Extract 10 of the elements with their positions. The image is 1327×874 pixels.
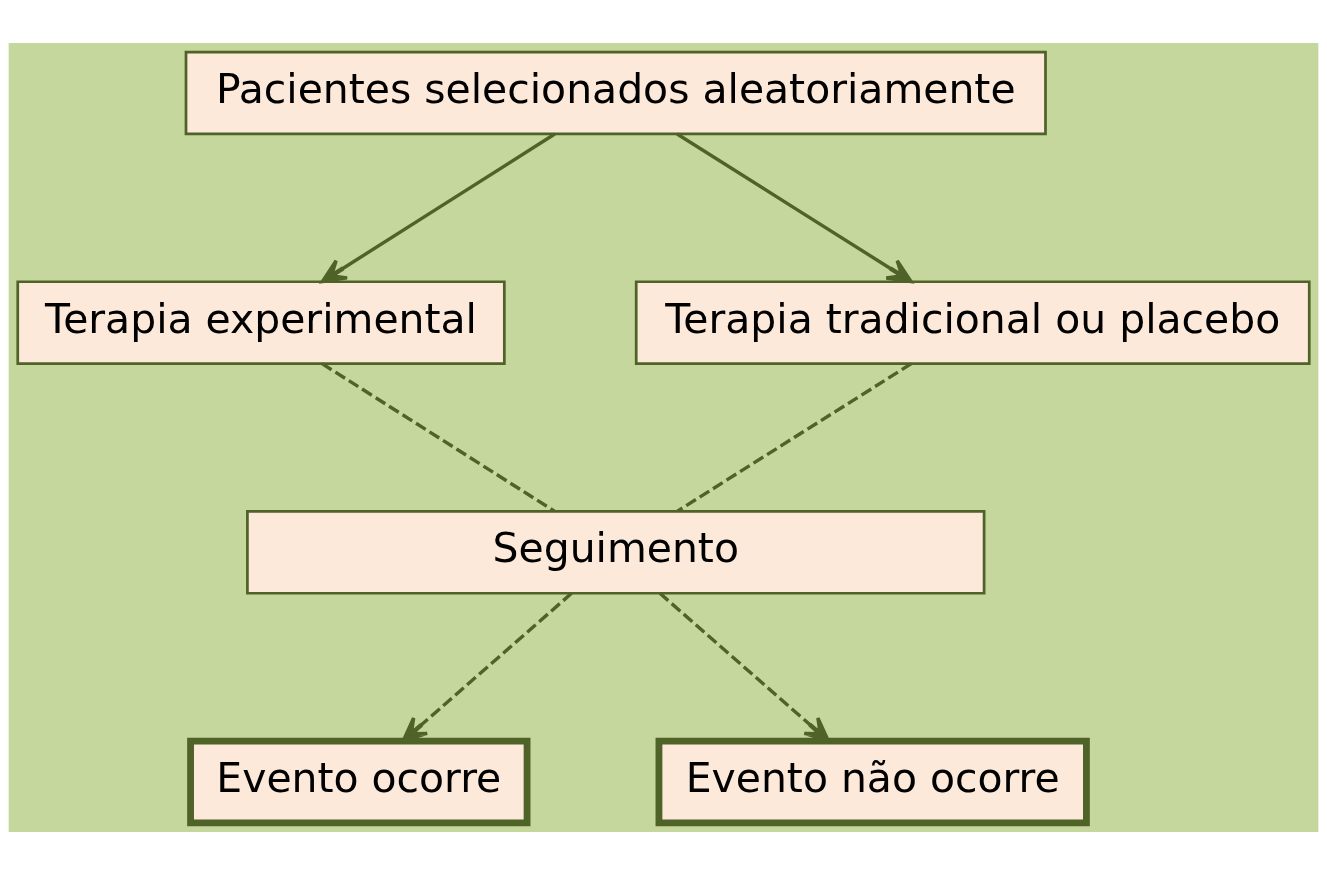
connector	[321, 361, 556, 513]
node-box: Evento ocorre	[187, 737, 531, 826]
arrow	[676, 132, 913, 283]
connector	[676, 361, 913, 513]
node-box: Terapia experimental	[16, 279, 506, 365]
node-box: Pacientes selecionados aleatoriamente	[184, 50, 1047, 135]
arrow	[320, 132, 556, 283]
node-box: Terapia tradicional ou placebo	[634, 279, 1311, 365]
node-box: Seguimento	[246, 509, 986, 595]
node-box: Evento não ocorre	[655, 737, 1090, 826]
